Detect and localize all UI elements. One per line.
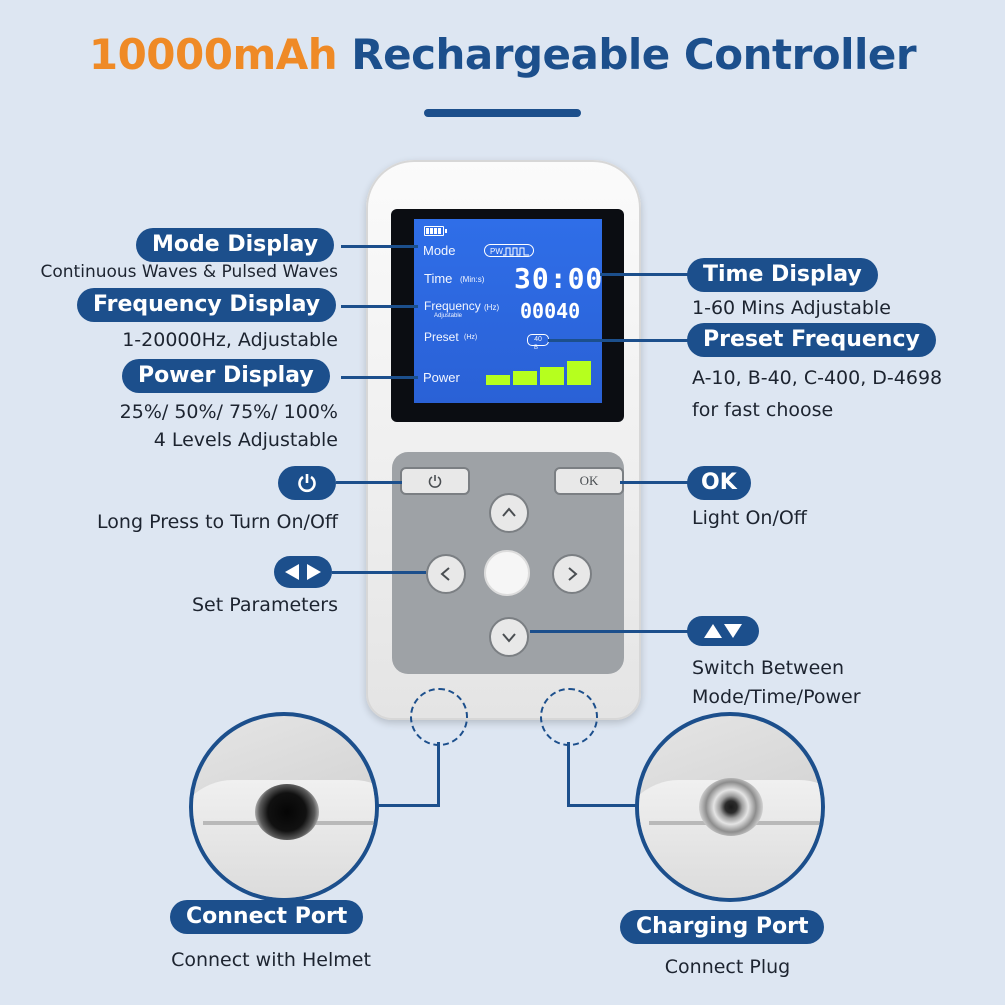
power-callout-pill xyxy=(278,466,336,500)
power-bar-4 xyxy=(567,361,591,385)
power-display-desc-2: 4 Levels Adjustable xyxy=(153,429,338,451)
preset-frequency-pill: Preset Frequency xyxy=(687,323,936,357)
left-right-desc: Set Parameters xyxy=(192,594,338,616)
lcd-preset-label: Preset xyxy=(424,330,459,344)
right-button[interactable] xyxy=(552,554,592,594)
center-button[interactable] xyxy=(484,550,530,596)
connect-port-desc: Connect with Helmet xyxy=(171,949,371,971)
frequency-display-desc: 1-20000Hz, Adjustable xyxy=(122,329,338,351)
ok-leader-line xyxy=(620,481,690,484)
lcd-time-label: Time xyxy=(424,271,453,286)
time-leader-line xyxy=(600,273,690,276)
ok-pill: OK xyxy=(687,466,751,500)
time-display-pill: Time Display xyxy=(687,258,878,292)
chevron-right-icon xyxy=(568,567,578,581)
power-display-pill: Power Display xyxy=(122,359,330,393)
frequency-display-pill: Frequency Display xyxy=(77,288,337,322)
charging-port-desc: Connect Plug xyxy=(664,956,791,978)
lcd-mode-label: Mode xyxy=(423,243,456,258)
connect-port-highlight xyxy=(410,688,468,746)
power-leader-line xyxy=(341,376,418,379)
page-title: 10000mAh Rechargeable Controller xyxy=(0,30,1005,79)
left-right-arrows-icon xyxy=(285,564,321,580)
connect-port-leader-horizontal xyxy=(367,804,440,807)
lcd-mode-indicator: PW xyxy=(484,244,534,257)
power-bar-2 xyxy=(513,371,537,385)
lcd-frequency-value: 00040 xyxy=(520,299,581,323)
charging-port-leader-vertical xyxy=(567,742,570,807)
power-button[interactable] xyxy=(400,467,470,495)
lcd-mode-value: PW xyxy=(490,247,503,256)
lcd-frequency-label: Frequency xyxy=(424,299,481,313)
chevron-down-icon xyxy=(502,633,516,643)
up-down-callout-pill xyxy=(687,616,759,646)
connect-port-closeup xyxy=(189,712,379,902)
pulse-wave-icon xyxy=(503,247,529,256)
up-down-desc-1: Switch Between xyxy=(692,657,844,679)
preset-frequency-desc-1: A-10, B-40, C-400, D-4698 xyxy=(692,367,943,389)
connect-port-leader-vertical xyxy=(437,742,440,807)
title-main: Rechargeable Controller xyxy=(351,30,917,79)
chevron-up-icon xyxy=(502,507,516,517)
dc-charging-jack xyxy=(699,778,763,836)
battery-icon xyxy=(424,226,447,236)
lcd-time-unit: (Min:s) xyxy=(460,275,485,284)
left-right-callout-pill xyxy=(274,556,332,588)
ok-button[interactable]: OK xyxy=(554,467,624,495)
lcd-preset-letter: B xyxy=(534,345,539,351)
power-button-leader-line xyxy=(336,481,402,484)
ok-button-label: OK xyxy=(579,473,599,488)
headphone-jack xyxy=(255,784,319,840)
charging-port-highlight xyxy=(540,688,598,746)
frequency-leader-line xyxy=(341,305,418,308)
charging-port-closeup xyxy=(635,712,825,902)
power-button-desc: Long Press to Turn On/Off xyxy=(97,511,338,533)
mode-display-desc: Continuous Waves & Pulsed Waves xyxy=(40,262,338,282)
lcd-display: Mode PW Time (Min:s) 30:00 Frequency (Hz… xyxy=(414,219,602,403)
up-down-desc-2: Mode/Time/Power xyxy=(692,686,861,708)
title-highlight: 10000mAh xyxy=(88,30,338,79)
connect-port-pill: Connect Port xyxy=(170,900,364,934)
lcd-frequency-unit: (Hz) xyxy=(484,303,500,312)
lcd-preset-value: 40 xyxy=(534,336,542,343)
power-bar-3 xyxy=(540,367,564,385)
charging-port-leader-horizontal xyxy=(567,804,639,807)
up-down-arrows-icon xyxy=(704,624,742,638)
ok-desc: Light On/Off xyxy=(692,507,807,529)
mode-display-pill: Mode Display xyxy=(136,228,335,262)
preset-leader-line xyxy=(548,339,690,342)
time-display-desc: 1-60 Mins Adjustable xyxy=(692,297,891,319)
power-display-desc-1: 25%/ 50%/ 75%/ 100% xyxy=(119,401,338,423)
power-icon xyxy=(298,474,316,493)
lcd-preset-unit: (Hz) xyxy=(464,334,478,341)
down-button[interactable] xyxy=(489,617,529,657)
mode-leader-line xyxy=(341,245,418,248)
up-button[interactable] xyxy=(489,493,529,533)
chevron-left-icon xyxy=(440,567,450,581)
lcd-power-label: Power xyxy=(423,370,460,385)
power-bar-1 xyxy=(486,375,510,385)
lcd-time-value: 30:00 xyxy=(514,262,604,295)
power-icon xyxy=(428,475,442,488)
lcd-frequency-sub: Adjustable xyxy=(434,313,463,319)
charging-port-pill: Charging Port xyxy=(620,910,825,944)
preset-frequency-desc-2: for fast choose xyxy=(692,399,834,421)
left-right-leader-line xyxy=(332,571,426,574)
title-underline xyxy=(424,109,581,117)
left-button[interactable] xyxy=(426,554,466,594)
up-down-leader-line xyxy=(530,630,690,633)
